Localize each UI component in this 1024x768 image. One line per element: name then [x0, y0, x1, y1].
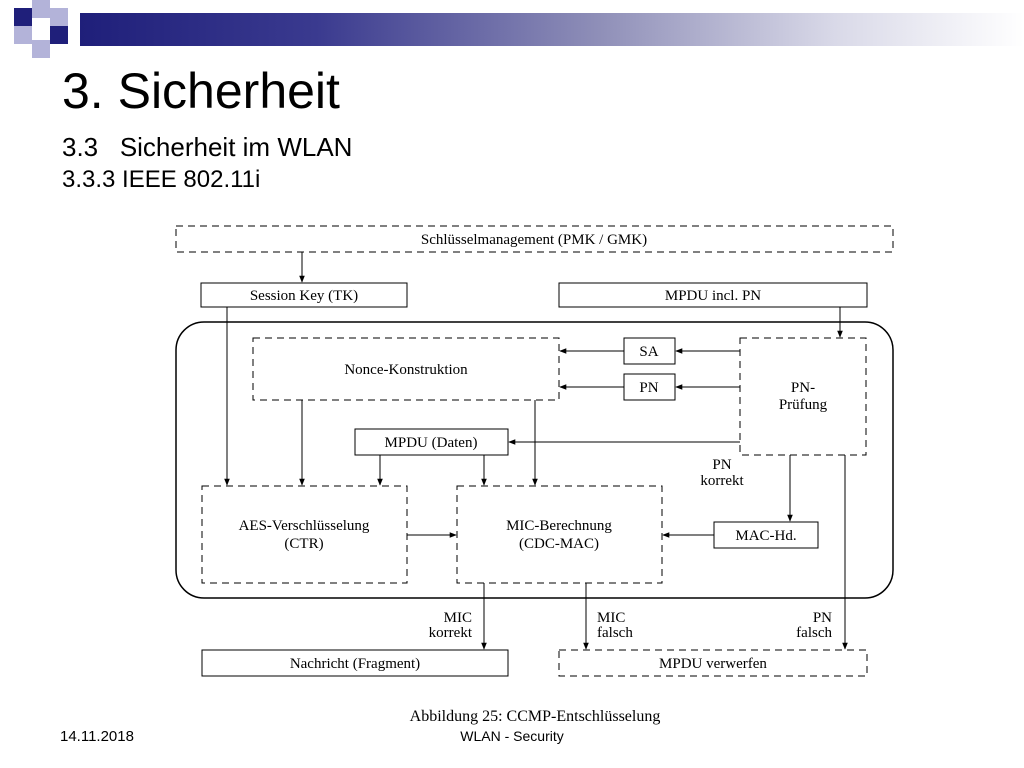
mic-berechnung-label-line1: MIC-Berechnung: [506, 518, 612, 534]
slide-subtitle: 3.3 Sicherheit im WLAN: [62, 132, 353, 162]
nonce-konstruktion-box: [252, 337, 560, 401]
corner-squares-decoration: [14, 0, 68, 58]
pn-korrekt-label-line2: korrekt: [700, 473, 744, 489]
aes-verschluesselung-box: [201, 485, 408, 584]
session-key-label: Session Key (TK): [250, 288, 358, 304]
mpdu-verwerfen-label: MPDU verwerfen: [659, 656, 767, 672]
slide-title: 3. Sicherheit: [62, 63, 340, 119]
mpdu-daten-box: [354, 428, 509, 456]
pn-pruefung-box: [739, 337, 867, 456]
mpdu-daten-label: MPDU (Daten): [385, 435, 478, 451]
pn-falsch-label-line1: PN: [813, 610, 832, 626]
corner-square-light: [50, 8, 68, 26]
pn-pruefung-label-line1: PN-: [791, 380, 815, 396]
corner-square-light: [32, 40, 50, 58]
nachricht-label: Nachricht (Fragment): [290, 656, 420, 672]
header-gradient-bar: [80, 13, 1024, 46]
corner-square-light: [14, 26, 32, 44]
mpdu-incl-pn-box: [558, 282, 868, 308]
schluesselmanagement-label: Schlüsselmanagement (PMK / GMK): [421, 232, 647, 248]
corner-square-dark: [14, 8, 32, 26]
slide-subsubtitle: 3.3.3 IEEE 802.11i: [62, 166, 261, 193]
process-boundary: [175, 321, 894, 599]
sa-label: SA: [639, 344, 658, 360]
footer-title: WLAN - Security: [460, 728, 564, 744]
aes-label-line1: AES-Verschlüsselung: [239, 518, 370, 534]
pn-label: PN: [639, 380, 658, 396]
footer-date: 14.11.2018: [60, 728, 134, 745]
pn-korrekt-label-line1: PN: [712, 457, 731, 473]
nonce-konstruktion-label: Nonce-Konstruktion: [344, 362, 468, 378]
pn-pruefung-label-line2: Prüfung: [779, 397, 828, 413]
mpdu-verwerfen-box: [558, 649, 868, 677]
aes-label-line2: (CTR): [284, 536, 323, 552]
nachricht-box: [201, 649, 509, 677]
mic-falsch-label-line1: MIC: [597, 610, 625, 626]
mac-hd-label: MAC-Hd.: [735, 528, 796, 544]
mic-berechnung-box: [456, 485, 663, 584]
mic-korrekt-label-line2: korrekt: [429, 625, 473, 641]
pn-falsch-label-line2: falsch: [796, 625, 832, 641]
mic-falsch-label-line2: falsch: [597, 625, 633, 641]
corner-square-light: [32, 0, 50, 18]
session-key-box: [200, 282, 408, 308]
diagram-caption: Abbildung 25: CCMP-Entschlüsselung: [409, 708, 661, 725]
corner-square-dark: [50, 26, 68, 44]
mic-berechnung-label-line2: (CDC-MAC): [519, 536, 599, 552]
mpdu-incl-pn-label: MPDU incl. PN: [665, 288, 761, 304]
mic-korrekt-label-line1: MIC: [444, 610, 472, 626]
